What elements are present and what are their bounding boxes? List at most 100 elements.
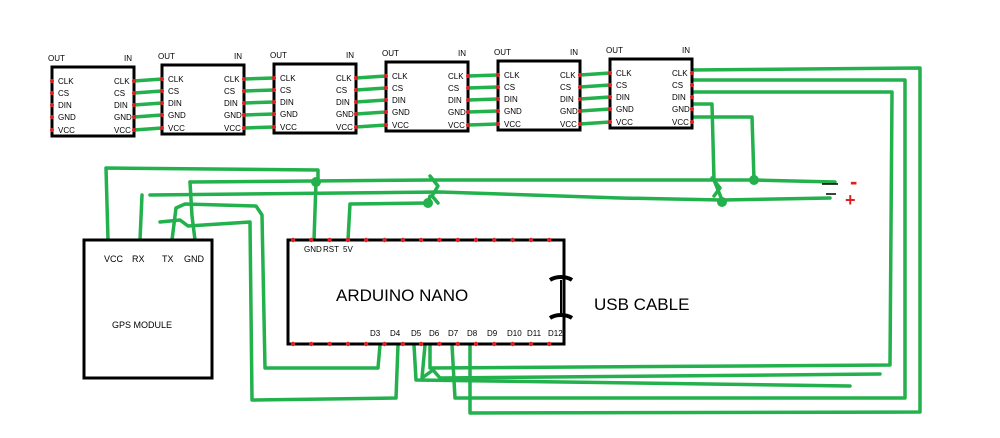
- module-pin-out-din: DIN: [280, 98, 294, 107]
- module-in-label: IN: [458, 49, 466, 58]
- module-pin-in-gnd: GND: [448, 108, 466, 117]
- module-pin-out-din: DIN: [504, 95, 518, 104]
- junctions: [311, 175, 759, 208]
- module-pin-in-gnd: GND: [672, 105, 690, 114]
- nano-top-pin-dot: [290, 237, 296, 243]
- nano-top-pin-dot: [473, 237, 479, 243]
- nano-bottom-pin-dot: [528, 341, 534, 347]
- nano-top-pin-dot: [400, 237, 405, 243]
- wire-d5: [412, 343, 852, 388]
- module-out-label: OUT: [270, 51, 287, 60]
- junction-neg: [749, 175, 759, 185]
- module-out-label: OUT: [158, 52, 175, 61]
- module-pin-in-vcc: VCC: [336, 123, 353, 132]
- module-pin-in-gnd: GND: [336, 110, 354, 119]
- module-pin-out-vcc: VCC: [58, 126, 75, 135]
- chain-wire-clk: [466, 73, 500, 78]
- module-in-label: IN: [124, 54, 132, 63]
- module-pin-in-din: DIN: [224, 99, 238, 108]
- pin-dot: [690, 95, 694, 99]
- wire-battery-neg: [188, 178, 837, 184]
- module-pin-out-gnd: GND: [58, 113, 76, 122]
- pin-dot: [608, 95, 612, 99]
- nano-pin-d9: D9: [487, 329, 498, 338]
- chain-wire-clk: [242, 76, 276, 81]
- module-pin-in-clk: CLK: [448, 72, 464, 81]
- chain-wire-cs: [466, 85, 500, 90]
- pin-dot: [578, 122, 582, 126]
- module-pin-out-gnd: GND: [168, 111, 186, 120]
- module-pin-out-cs: CS: [58, 89, 69, 98]
- arduino-bottom-pin-dots: [290, 341, 552, 347]
- nano-top-pin-dot: [510, 237, 515, 243]
- module-pin-in-din: DIN: [560, 95, 574, 104]
- pin-dot: [496, 122, 500, 126]
- module-pin-in-cs: CS: [448, 84, 459, 93]
- pin-dot: [50, 115, 54, 119]
- module-in-label: IN: [234, 52, 242, 61]
- usb-plug-top: [548, 275, 574, 282]
- pin-dot: [272, 100, 276, 104]
- module-in-label: IN: [346, 51, 354, 60]
- chain-wire-din: [578, 95, 612, 101]
- nano-pin-gnd: GND: [304, 245, 322, 254]
- nano-top-pin-dot: [309, 237, 314, 243]
- nano-pin-d8: D8: [467, 329, 478, 338]
- wire-nano-gnd: [312, 180, 318, 242]
- module-pin-out-clk: CLK: [616, 69, 632, 78]
- junction-5v: [423, 198, 433, 208]
- module-pin-in-cs: CS: [560, 83, 571, 92]
- module-in-label: IN: [570, 48, 578, 57]
- module-out-label: OUT: [48, 54, 65, 63]
- pin-dot: [384, 86, 388, 90]
- gps-pin-vcc: VCC: [104, 254, 124, 264]
- wire-battery-pos: [148, 190, 832, 202]
- nano-pin-d5: D5: [411, 329, 422, 338]
- chain-wire-din: [466, 97, 500, 102]
- gps-title: GPS MODULE: [112, 320, 172, 330]
- module-pin-out-vcc: VCC: [280, 123, 297, 132]
- wire-vcc-in: [688, 115, 756, 182]
- pin-dot: [242, 113, 246, 117]
- module-pin-in-gnd: GND: [560, 107, 578, 116]
- module-pin-out-gnd: GND: [280, 110, 298, 119]
- pin-dot: [160, 101, 164, 105]
- nano-bottom-pin-dot: [382, 341, 387, 347]
- module-pin-in-clk: CLK: [672, 69, 688, 78]
- chain-wire-gnd: [132, 113, 164, 119]
- chain-wire-clk: [578, 71, 612, 77]
- module-out-label: OUT: [494, 48, 511, 57]
- pin-dot: [354, 76, 358, 80]
- module-pin-in-gnd: GND: [224, 111, 242, 120]
- nano-top-pin-dot: [547, 237, 552, 243]
- pin-dot: [496, 97, 500, 101]
- pin-dot: [50, 128, 54, 132]
- module-out-label: OUT: [606, 46, 623, 55]
- pin-dot: [690, 120, 694, 124]
- pin-dot: [242, 126, 246, 130]
- module-pin-in-din: DIN: [114, 101, 128, 110]
- module-pin-in-din: DIN: [336, 98, 350, 107]
- chain-wire-cs: [354, 86, 388, 92]
- pin-dot: [690, 83, 694, 87]
- nano-bottom-pin-dot: [400, 341, 405, 347]
- nano-top-pin-dot: [418, 237, 424, 243]
- pin-dot: [242, 101, 246, 105]
- pin-dot: [578, 73, 582, 77]
- wire-din-in: [428, 90, 894, 370]
- module-pin-out-vcc: VCC: [616, 118, 633, 127]
- module-pin-out-cs: CS: [392, 84, 403, 93]
- module-pin-in-gnd: GND: [114, 113, 132, 122]
- pin-dot: [242, 77, 246, 81]
- nano-bottom-pin-dot: [290, 341, 296, 347]
- pin-dot: [160, 113, 164, 117]
- pin-dot: [384, 123, 388, 127]
- module-pin-out-clk: CLK: [504, 71, 520, 80]
- pin-dot: [132, 115, 136, 119]
- chain-wire-vcc: [354, 123, 388, 129]
- chain-wire-vcc: [578, 120, 612, 126]
- gps-pin-tx: TX: [162, 254, 174, 264]
